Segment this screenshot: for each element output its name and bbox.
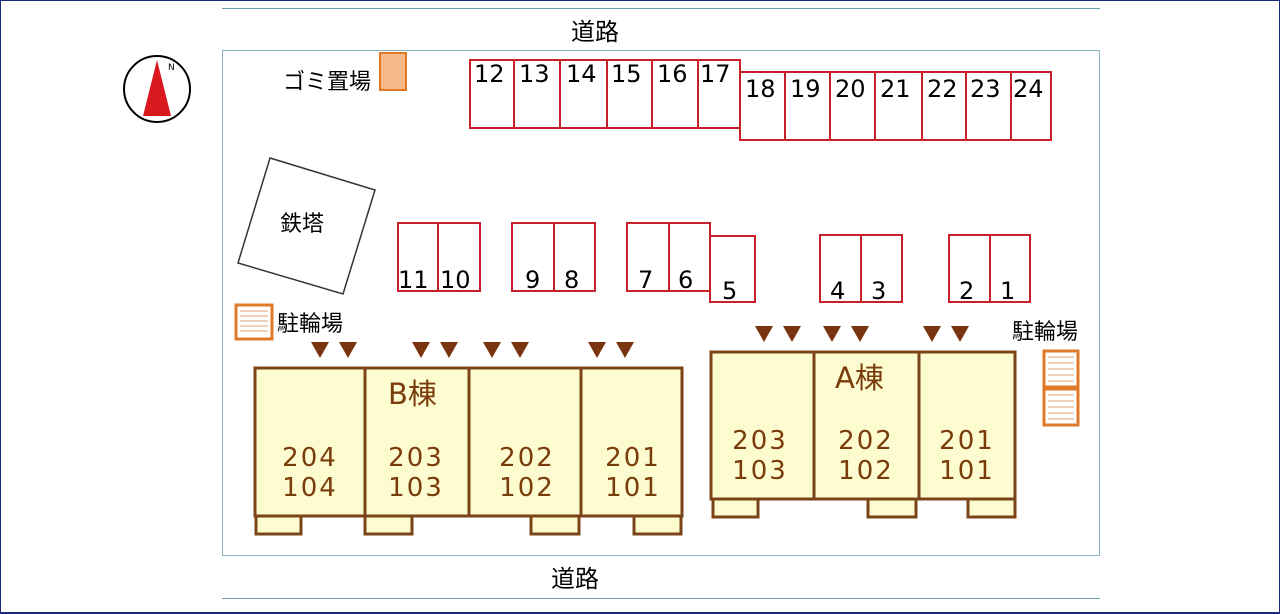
triangle-down-icon bbox=[511, 342, 529, 358]
parking-space-number: 8 bbox=[564, 266, 580, 294]
parking-space-number: 5 bbox=[722, 277, 738, 305]
triangle-down-icon bbox=[483, 342, 501, 358]
building-a-unit-upper: 202 bbox=[838, 426, 894, 456]
parking-space-number: 21 bbox=[880, 75, 911, 103]
parking-space-number: 13 bbox=[519, 60, 550, 88]
parking-space bbox=[860, 234, 903, 303]
triangle-down-icon bbox=[783, 326, 801, 342]
lot-boundary bbox=[222, 50, 1100, 556]
parking-space bbox=[965, 71, 1012, 141]
triangle-down-icon bbox=[588, 342, 606, 358]
trash-label: ゴミ置場 bbox=[283, 70, 372, 95]
building-a-label: A棟 bbox=[835, 361, 884, 395]
steel-tower bbox=[237, 157, 376, 295]
parking-space bbox=[921, 71, 967, 141]
triangle-down-icon bbox=[339, 342, 357, 358]
parking-space bbox=[511, 222, 555, 292]
triangle-down-icon bbox=[616, 342, 634, 358]
trash-area bbox=[379, 52, 407, 91]
building-b-unit-lower: 101 bbox=[605, 473, 661, 503]
parking-space bbox=[626, 222, 670, 292]
parking-space bbox=[989, 234, 1031, 303]
triangle-down-icon bbox=[311, 342, 329, 358]
parking-space-number: 6 bbox=[678, 266, 694, 294]
parking-space-number: 20 bbox=[835, 75, 866, 103]
road-edge-bottom bbox=[222, 598, 1100, 599]
building-b-unit-upper: 201 bbox=[605, 443, 661, 473]
triangle-down-icon bbox=[823, 326, 841, 342]
building-b-unit-upper: 204 bbox=[282, 443, 338, 473]
bike-parking-right bbox=[1042, 349, 1080, 427]
building-b-unit-upper: 202 bbox=[499, 443, 555, 473]
parking-space bbox=[559, 59, 608, 129]
parking-space-number: 18 bbox=[745, 75, 776, 103]
parking-space-number: 9 bbox=[525, 266, 541, 294]
building-a-unit-lower: 102 bbox=[838, 456, 894, 486]
parking-space-number: 7 bbox=[638, 266, 654, 294]
building-a bbox=[709, 350, 1017, 519]
parking-space-number: 11 bbox=[398, 266, 429, 294]
building-a-unit-lower: 103 bbox=[732, 456, 788, 486]
tower-label: 鉄塔 bbox=[280, 212, 325, 237]
building-a-unit-lower: 101 bbox=[939, 456, 995, 486]
parking-space-number: 10 bbox=[440, 266, 471, 294]
building-a-unit-upper: 203 bbox=[732, 426, 788, 456]
bike-parking-right-label: 駐輪場 bbox=[1012, 320, 1079, 345]
road-edge-top bbox=[222, 8, 1100, 9]
road-label-bottom: 道路 bbox=[551, 565, 599, 593]
triangle-down-icon bbox=[851, 326, 869, 342]
triangle-down-icon bbox=[755, 326, 773, 342]
parking-space bbox=[819, 234, 862, 303]
parking-space-number: 14 bbox=[566, 60, 597, 88]
compass-letter: N bbox=[168, 63, 175, 73]
building-b-unit-lower: 104 bbox=[282, 473, 338, 503]
triangle-down-icon bbox=[440, 342, 458, 358]
parking-space-number: 1 bbox=[1000, 277, 1016, 305]
parking-space bbox=[397, 222, 439, 292]
building-b-unit-upper: 203 bbox=[388, 443, 444, 473]
parking-space-number: 24 bbox=[1013, 75, 1044, 103]
parking-space bbox=[651, 59, 699, 129]
parking-space-number: 17 bbox=[700, 60, 731, 88]
building-b-unit-lower: 103 bbox=[388, 473, 444, 503]
north-arrow-icon: N bbox=[123, 55, 191, 123]
parking-space bbox=[739, 71, 786, 141]
bike-parking-left-label: 駐輪場 bbox=[277, 312, 344, 337]
triangle-down-icon bbox=[923, 326, 941, 342]
parking-space bbox=[1010, 71, 1052, 141]
road-label-top: 道路 bbox=[571, 18, 619, 46]
parking-space bbox=[553, 222, 596, 292]
parking-space-number: 2 bbox=[959, 277, 975, 305]
building-b-unit-lower: 102 bbox=[499, 473, 555, 503]
parking-space bbox=[437, 222, 481, 292]
building-b bbox=[253, 366, 684, 536]
triangle-down-icon bbox=[412, 342, 430, 358]
parking-space bbox=[874, 71, 923, 141]
parking-space-number: 15 bbox=[611, 60, 642, 88]
parking-space-number: 3 bbox=[871, 277, 887, 305]
parking-spaces bbox=[397, 59, 1052, 303]
building-a-unit-upper: 201 bbox=[939, 426, 995, 456]
entrance-markers bbox=[311, 326, 969, 358]
bike-parking-left bbox=[234, 303, 274, 341]
parking-space bbox=[709, 235, 756, 303]
parking-space-number: 19 bbox=[790, 75, 821, 103]
parking-space-number: 4 bbox=[830, 277, 846, 305]
parking-space-number: 23 bbox=[970, 75, 1001, 103]
building-b-label: B棟 bbox=[388, 377, 437, 411]
parking-space bbox=[784, 71, 831, 141]
parking-space bbox=[469, 59, 515, 129]
triangle-down-icon bbox=[951, 326, 969, 342]
parking-space-number: 16 bbox=[657, 60, 688, 88]
parking-space-number: 12 bbox=[474, 60, 505, 88]
parking-space-number: 22 bbox=[927, 75, 958, 103]
